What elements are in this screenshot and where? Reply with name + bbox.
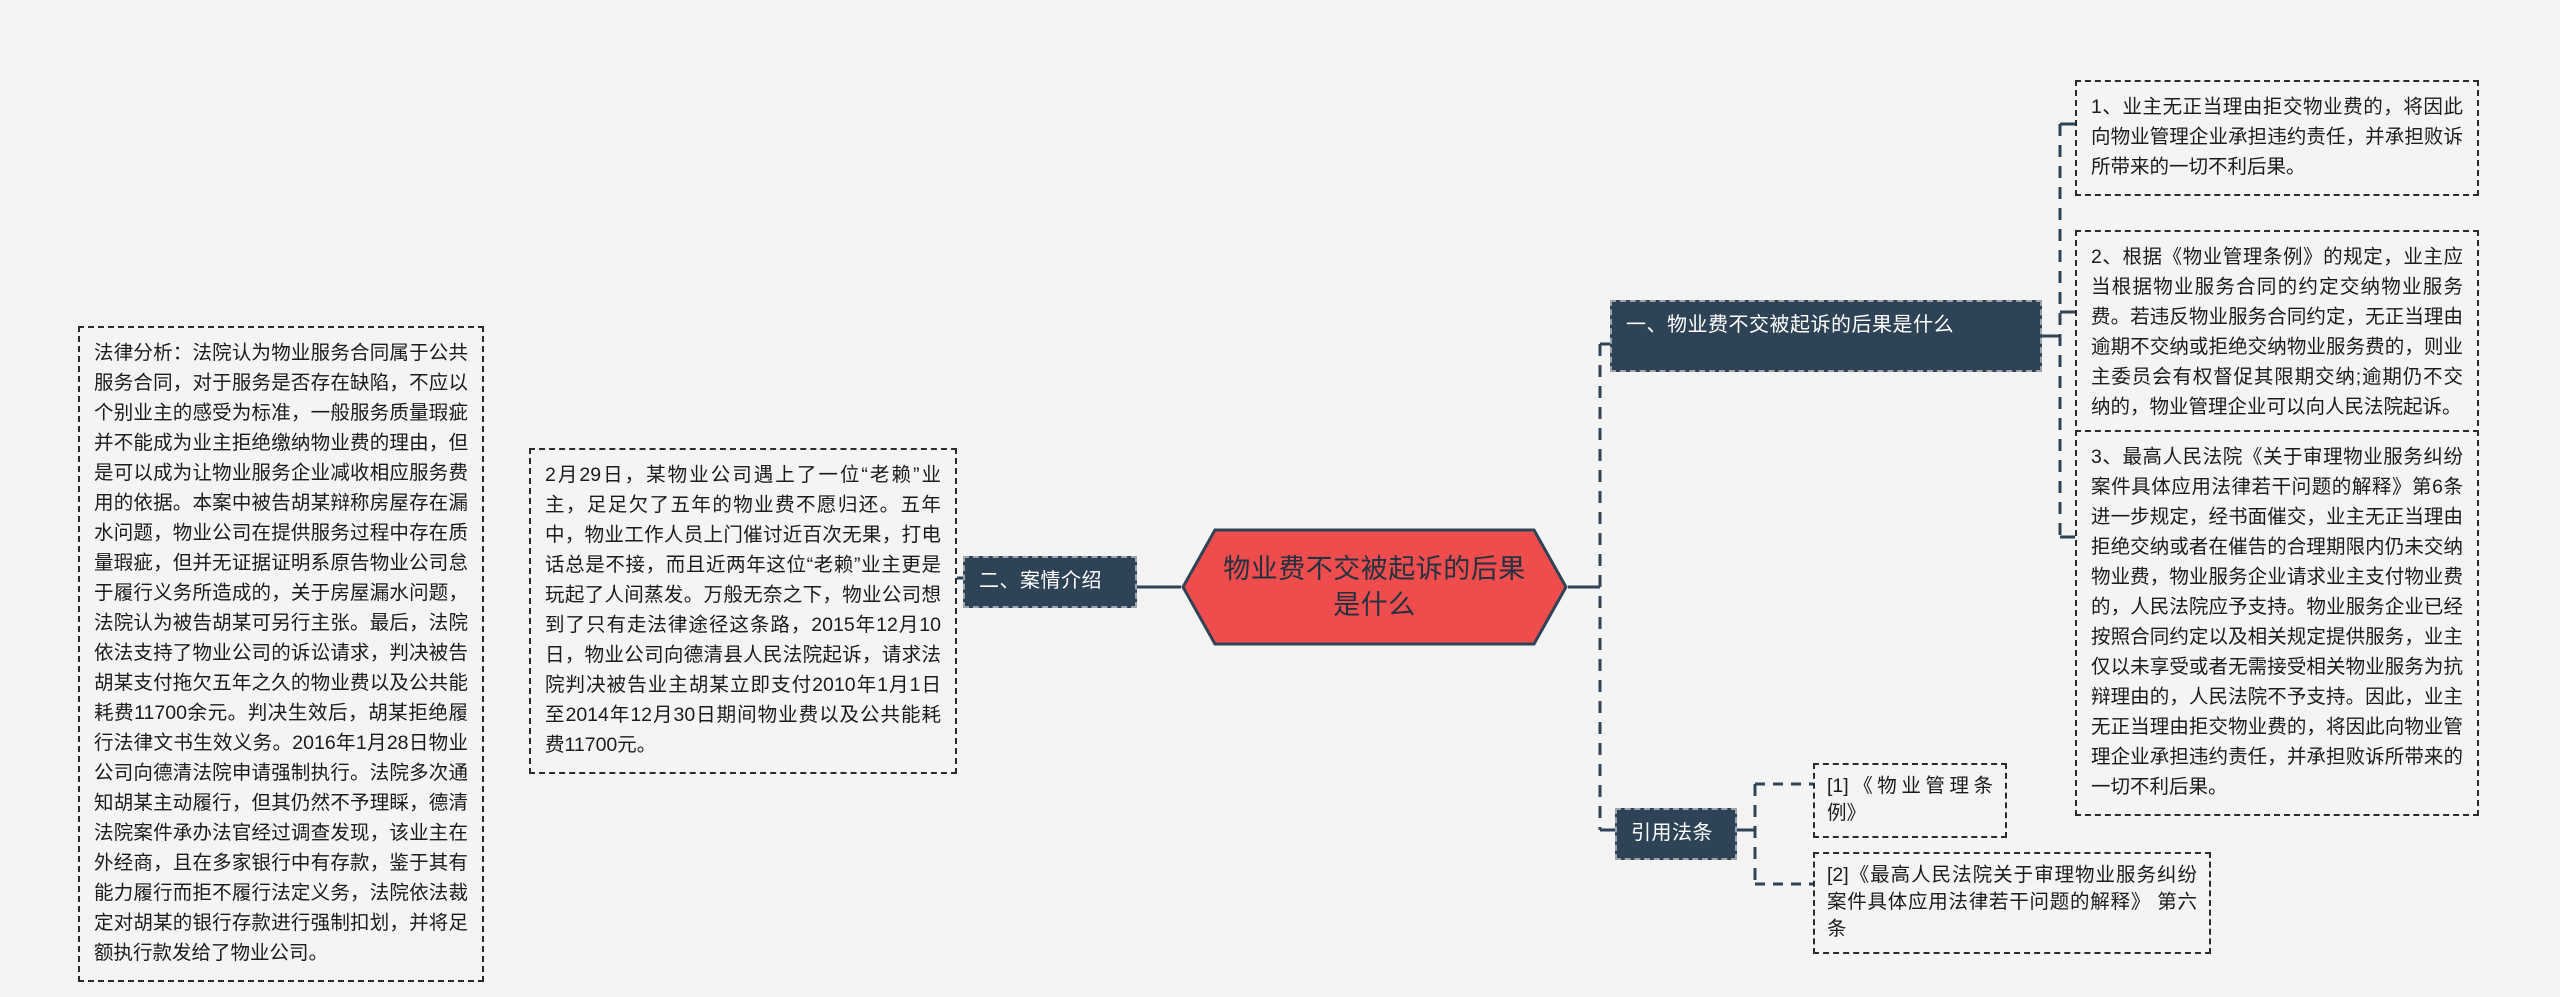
leaf-citation-1[interactable]: [1]《物业管理条例》	[1813, 763, 2007, 838]
leaf-text: 法律分析：法院认为物业服务合同属于公共服务合同，对于服务是否存在缺陷，不应以个别…	[94, 342, 468, 964]
leaf-text: 2、根据《物业管理条例》的规定，业主应当根据物业服务合同的约定交纳物业服务费。若…	[2091, 246, 2463, 418]
root-node[interactable]: 物业费不交被起诉的后果 是什么	[1181, 528, 1568, 646]
leaf-consequence-3[interactable]: 3、最高人民法院《关于审理物业服务纠纷案件具体应用法律若干问题的解释》第6条进一…	[2075, 430, 2479, 816]
leaf-text: [1]《物业管理条例》	[1827, 775, 1993, 824]
branch-label: 二、案情介绍	[979, 570, 1102, 592]
branch-label: 引用法条	[1631, 822, 1713, 844]
leaf-text: 1、业主无正当理由拒交物业费的，将因此向物业管理企业承担违约责任，并承担败诉所带…	[2091, 96, 2463, 178]
branch-node-case-intro[interactable]: 二、案情介绍	[963, 556, 1137, 608]
root-label: 物业费不交被起诉的后果 是什么	[1223, 554, 1526, 620]
branch-node-citations[interactable]: 引用法条	[1615, 808, 1737, 860]
leaf-text: [2]《最高人民法院关于审理物业服务纠纷案件具体应用法律若干问题的解释》 第六条	[1827, 864, 2197, 940]
leaf-citation-2[interactable]: [2]《最高人民法院关于审理物业服务纠纷案件具体应用法律若干问题的解释》 第六条	[1813, 852, 2211, 954]
leaf-legal-analysis[interactable]: 法律分析：法院认为物业服务合同属于公共服务合同，对于服务是否存在缺陷，不应以个别…	[78, 326, 484, 982]
leaf-text: 3、最高人民法院《关于审理物业服务纠纷案件具体应用法律若干问题的解释》第6条进一…	[2091, 446, 2463, 798]
leaf-consequence-1[interactable]: 1、业主无正当理由拒交物业费的，将因此向物业管理企业承担违约责任，并承担败诉所带…	[2075, 80, 2479, 196]
root-hexagon-shape	[1181, 528, 1568, 646]
leaf-text: 2月29日，某物业公司遇上了一位“老赖”业主，足足欠了五年的物业费不愿归还。五年…	[545, 464, 941, 756]
branch-label: 一、物业费不交被起诉的后果是什么	[1626, 314, 1954, 336]
leaf-consequence-2[interactable]: 2、根据《物业管理条例》的规定，业主应当根据物业服务合同的约定交纳物业服务费。若…	[2075, 230, 2479, 436]
branch-node-consequences[interactable]: 一、物业费不交被起诉的后果是什么	[1610, 300, 2042, 372]
leaf-case-introduction[interactable]: 2月29日，某物业公司遇上了一位“老赖”业主，足足欠了五年的物业费不愿归还。五年…	[529, 448, 957, 774]
